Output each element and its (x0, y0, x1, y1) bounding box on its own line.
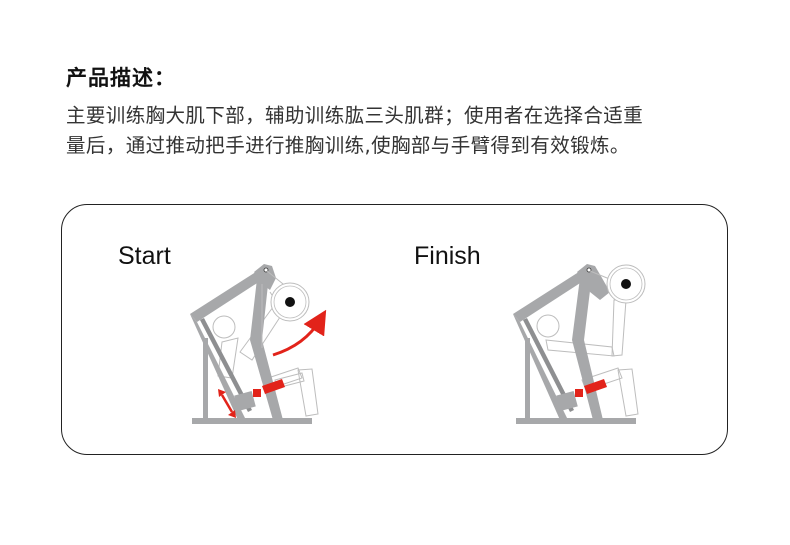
adjust-double-arrow-icon (218, 389, 236, 418)
product-description: 主要训练胸大肌下部，辅助训练肱三头肌群；使用者在选择合适重 量后，通过推动把手进… (66, 101, 746, 161)
finish-red-footrest (584, 379, 607, 394)
base-plate (192, 418, 312, 424)
illustration-panel (61, 204, 728, 455)
start-red-footrest (262, 379, 285, 394)
description-line-2: 量后，通过推动把手进行推胸训练,使胸部与手臂得到有效锻炼。 (66, 134, 630, 157)
user-head-outline (212, 315, 236, 339)
stage-label-finish: Finish (414, 242, 481, 270)
motion-arrow-icon (272, 309, 327, 357)
description-line-1: 主要训练胸大肌下部，辅助训练肱三头肌群；使用者在选择合适重 (66, 104, 644, 127)
stage-label-start: Start (118, 242, 171, 270)
finish-machine-illustration (513, 264, 646, 424)
user-head-outline (536, 314, 560, 338)
base-plate (516, 418, 636, 424)
section-title: 产品描述： (66, 66, 176, 90)
start-machine-illustration (190, 264, 327, 424)
